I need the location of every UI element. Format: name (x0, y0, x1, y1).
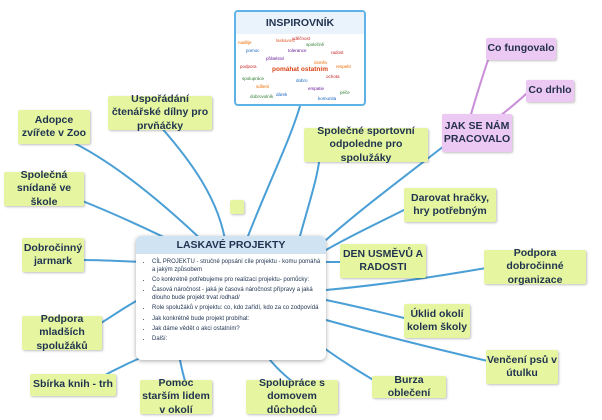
center-title: LASKAVÉ PROJEKTY (136, 236, 326, 254)
center-item: Jak konkrétně bude projekt probíhat: (152, 315, 322, 323)
word-cloud-word: respekt (336, 64, 351, 69)
word-cloud-word: dobrovolník (250, 94, 274, 99)
word-cloud-word: péče (340, 90, 350, 95)
node-co-drhlo[interactable]: Co drhlo (526, 80, 574, 102)
word-cloud-word: podpora (240, 64, 257, 69)
connector-venceni (325, 319, 493, 363)
center-item: CÍL PROJEKTU - stručné popsání cíle proj… (152, 258, 322, 274)
word-cloud-word: dobro (296, 78, 308, 83)
connector-usporadani (159, 125, 227, 247)
center-item: Jak dáme vědět o akci ostatním? (152, 325, 322, 333)
center-item: Role spolužáků v projektu: co, kdo zaříd… (152, 304, 322, 312)
center-node[interactable]: LASKAVÉ PROJEKTY CÍL PROJEKTU - stručné … (136, 236, 326, 360)
word-cloud-word: spolupráce (242, 76, 265, 81)
center-list: CÍL PROJEKTU - stručné popsání cíle proj… (136, 258, 326, 343)
word-cloud-word: komunita (318, 96, 337, 101)
connector-drhlo (499, 91, 529, 117)
small-empty-node[interactable] (230, 200, 244, 214)
center-item: Časová náročnost - jaká je časová náročn… (152, 286, 322, 302)
word-cloud-word: tolerance (288, 48, 307, 53)
node-pomoc[interactable]: Pomoc starším lidem v okolí (140, 377, 212, 416)
connector-podpora-mladsich (95, 299, 139, 327)
word-cloud-word: vděčnost (292, 36, 311, 41)
node-spoluprace[interactable]: Spolupráce s domovem důchodců (246, 377, 338, 416)
connector-jak (325, 145, 445, 241)
center-item: Další: (152, 335, 322, 343)
node-podpora-mladsich[interactable]: Podpora mladších spolužáků (22, 313, 102, 352)
node-burza[interactable]: Burza oblečení (372, 374, 446, 399)
node-jarmark[interactable]: Dobročinný jarmark (22, 238, 84, 272)
word-cloud-word: sdílení (256, 84, 270, 89)
connector-adopce (67, 139, 209, 247)
node-usporadani[interactable]: Uspořádání čtenářské dílny pro prvňáčky (108, 93, 212, 132)
word-cloud-word: společně (306, 42, 325, 47)
node-uklid[interactable]: Úklid okolí kolem školy (404, 304, 470, 338)
node-sbirka[interactable]: Sbírka knih - trh (30, 374, 116, 396)
word-cloud-word: přátelství (266, 56, 285, 61)
node-jak-se-nam-pracovalo[interactable]: JAK SE NÁM PRACOVALO (442, 114, 512, 152)
node-den-usmevu[interactable]: DEN USMĚVŮ A RADOSTI (340, 244, 426, 278)
word-cloud-word: dárek (276, 92, 288, 97)
node-darovat[interactable]: Darovat hračky, hry potřebným (404, 188, 496, 222)
word-cloud-word: naděje (238, 40, 252, 45)
inspirovnik-box[interactable]: INSPIROVNÍK laskavost společně pomoc rad… (234, 10, 366, 106)
word-cloud-word: empatie (308, 86, 325, 91)
node-sportovni[interactable]: Společné sportovní odpoledne pro spolužá… (304, 125, 428, 164)
connector-uklid (325, 299, 405, 319)
connector-dobrocinne (325, 267, 487, 291)
connector-fungovalo (469, 59, 489, 119)
center-item: Co konkrétně potřebujeme pro realizaci p… (152, 276, 322, 284)
word-cloud-center: pomáhat ostatním (272, 66, 328, 73)
word-cloud-word: radost (331, 50, 344, 55)
word-cloud-word: laskavost (276, 38, 295, 43)
word-cloud-word: úsměv (314, 60, 328, 65)
inspirovnik-title: INSPIROVNÍK (236, 12, 364, 34)
node-venceni[interactable]: Venčení psů v útulku (486, 350, 558, 384)
connector-inspirovnik (247, 105, 301, 237)
node-snidane[interactable]: Společná snídaně ve škole (4, 169, 84, 208)
node-co-fungovalo[interactable]: Co fungovalo (486, 38, 556, 60)
word-cloud-word: pomoc (246, 48, 260, 53)
word-cloud: laskavost společně pomoc radost přátelst… (236, 34, 364, 104)
connector-darovat (325, 209, 405, 251)
word-cloud-word: ochota (326, 74, 340, 79)
node-adopce[interactable]: Adopce zvířete v Zoo (18, 110, 90, 144)
node-dobrocinne[interactable]: Podpora dobročinné organizace (484, 247, 586, 286)
